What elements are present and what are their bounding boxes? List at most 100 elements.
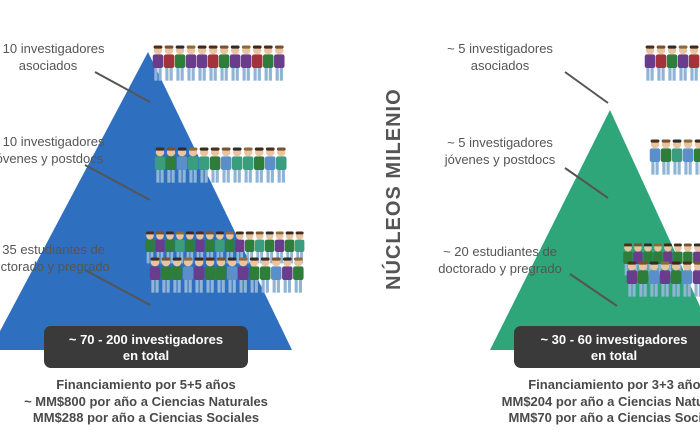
person-figure [220, 147, 232, 183]
person-figure [670, 261, 682, 297]
right-leader-line-3 [569, 273, 618, 307]
person-figure [682, 139, 694, 175]
left-total-box: ~ 70 - 200 investigadores en total [44, 326, 248, 368]
person-figure [207, 45, 219, 81]
person-figure [648, 261, 660, 297]
person-figure [174, 45, 186, 81]
person-figure [659, 261, 671, 297]
right-level1-label: ~ 5 investigadores asociados [420, 40, 580, 74]
right-level1-line1: ~ 5 investigadores [447, 41, 553, 56]
person-figure [655, 45, 667, 81]
person-figure [182, 257, 194, 293]
person-figure [253, 147, 265, 183]
person-figure [248, 257, 260, 293]
left-leader-line-2 [84, 164, 151, 201]
people-illustrations [145, 45, 700, 297]
left-level1-label: ~ 10 investigadores asociados [0, 40, 128, 74]
person-figure [692, 261, 700, 297]
left-level2-label: ~ 10 investigadores jóvenes y postdocs [0, 133, 128, 167]
right-level2-line2: jóvenes y postdocs [444, 152, 556, 167]
person-figure [218, 45, 230, 81]
person-figure [163, 45, 175, 81]
right-leader-line-1 [564, 71, 609, 104]
person-figure [185, 45, 197, 81]
right-level2-label: ~ 5 investigadores jóvenes y postdocs [420, 134, 580, 168]
person-figure [293, 257, 304, 293]
right-level3-line2: doctorado y pregrado [438, 261, 562, 276]
person-figure [294, 231, 305, 264]
person-figure [155, 231, 165, 264]
left-level1-line1: ~ 10 investigadores [0, 41, 105, 56]
left-total-line1: ~ 70 - 200 investigadores [68, 332, 224, 347]
person-figure [643, 243, 653, 276]
person-figure [260, 257, 271, 293]
person-figure [185, 231, 195, 264]
person-figure [644, 45, 656, 81]
person-figure [204, 257, 216, 293]
person-figure [160, 257, 172, 293]
person-figure [693, 139, 700, 175]
person-figure [205, 231, 215, 264]
person-figure [660, 139, 672, 175]
left-funding-line1: Financiamiento por 5+5 años [56, 377, 236, 392]
left-funding-line3: MM$288 por año a Ciencias Sociales [32, 410, 260, 425]
right-level2-line1: ~ 5 investigadores [447, 135, 553, 150]
person-figure [229, 45, 241, 81]
person-figure [187, 147, 199, 183]
person-figure [195, 231, 205, 264]
person-figure [637, 261, 649, 297]
right-funding-line2: MM$204 por año a Ciencias Naturales [501, 393, 700, 409]
person-figure [276, 147, 287, 183]
right-funding: Financiamiento por 3+3 años MM$204 por a… [478, 377, 700, 427]
right-total-box: ~ 30 - 60 investigadores en total [514, 326, 700, 368]
person-figure [154, 147, 166, 183]
person-figure [626, 261, 638, 297]
person-figure [284, 231, 295, 264]
person-figure [633, 243, 643, 276]
person-figure [165, 147, 177, 183]
person-figure [226, 257, 238, 293]
right-total-line2: en total [590, 348, 638, 363]
person-figure [145, 231, 155, 264]
person-figure [264, 231, 275, 264]
left-total-line2: en total [122, 348, 170, 363]
person-figure [196, 45, 208, 81]
person-figure [171, 257, 183, 293]
left-leader-line-3 [84, 269, 151, 306]
person-figure [225, 231, 235, 264]
person-figure [263, 45, 274, 81]
left-level2-line1: ~ 10 investigadores [0, 134, 105, 149]
left-pyramid [0, 52, 292, 350]
person-figure [240, 45, 252, 81]
person-figure [671, 139, 683, 175]
person-figure [282, 257, 293, 293]
person-figure [649, 139, 661, 175]
right-funding-line3: MM$70 por año a Ciencias Sociales [508, 410, 700, 425]
person-figure [149, 257, 161, 293]
person-figure [245, 231, 255, 264]
person-figure [152, 45, 164, 81]
right-level3-line1: ~ 20 estudiantes de [443, 244, 557, 259]
person-figure [175, 231, 185, 264]
person-figure [274, 45, 285, 81]
person-figure [176, 147, 188, 183]
left-level2-line2: jóvenes y postdocs [0, 151, 104, 166]
left-level3-line1: ~ 35 estudiantes de [0, 242, 105, 257]
right-total-line1: ~ 30 - 60 investigadores [540, 332, 688, 347]
person-figure [231, 147, 243, 183]
right-pyramid [490, 110, 700, 350]
left-funding-line2: ~ MM$800 por año a Ciencias Naturales [24, 393, 268, 409]
person-figure [271, 257, 282, 293]
left-level3-line2: doctorado y pregrado [0, 259, 110, 274]
person-figure [274, 231, 285, 264]
right-leader-line-2 [564, 167, 609, 199]
person-figure [265, 147, 276, 183]
person-figure [242, 147, 254, 183]
person-figure [215, 231, 225, 264]
person-figure [198, 147, 210, 183]
person-figure [677, 45, 689, 81]
left-leader-line-1 [94, 71, 151, 103]
right-funding-line1: Financiamiento por 3+3 años [528, 377, 700, 392]
person-figure [209, 147, 221, 183]
